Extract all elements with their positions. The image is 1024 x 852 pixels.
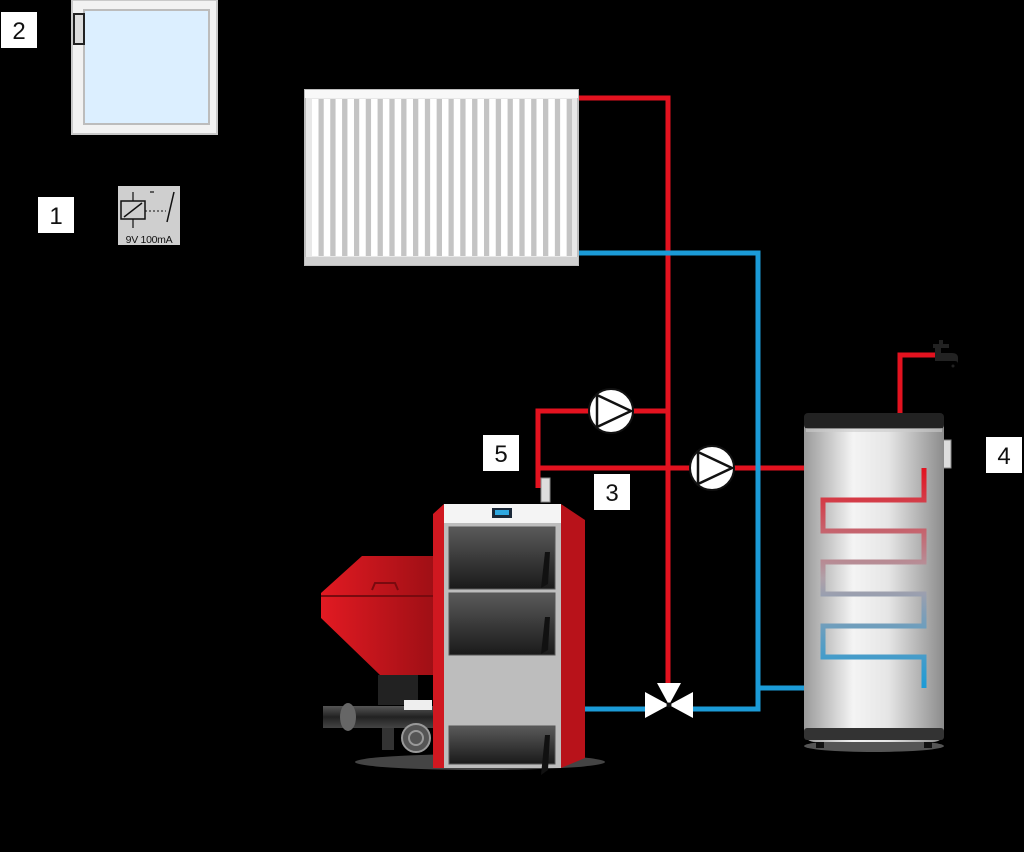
- relay-rating: 9V 100mA: [126, 234, 173, 246]
- radiator-fin: [382, 99, 390, 256]
- radiator-fin: [394, 99, 402, 256]
- radiator-fin-gap: [377, 99, 383, 256]
- boiler-middle-door: [448, 592, 556, 656]
- radiator-fin: [536, 99, 543, 256]
- radiator-fin: [323, 99, 331, 256]
- radiator-fin-gap: [543, 99, 549, 256]
- radiator-fin-gap: [519, 99, 525, 256]
- three-way-valve-icon: [645, 683, 693, 718]
- pellet-boiler-icon: [355, 504, 605, 775]
- label-boiler-sensor: 3: [594, 474, 630, 510]
- radiator-fin: [489, 99, 496, 256]
- heat-exchanger-coil: [820, 468, 927, 688]
- svg-text:1: 1: [49, 203, 62, 230]
- circulation-pump-icon: [588, 388, 634, 434]
- faucet-icon: [933, 340, 958, 368]
- radiator-fin: [453, 99, 461, 256]
- radiator-fin: [359, 99, 366, 256]
- tap-outlet-pipe: [897, 352, 935, 414]
- radiator-fin: [501, 99, 508, 256]
- radiator-fin-gap: [413, 99, 419, 256]
- radiator-fin-gap: [472, 99, 478, 256]
- radiator-fin: [335, 99, 343, 256]
- radiator-fin-gap: [554, 99, 561, 256]
- radiator-fin-gap: [566, 99, 572, 256]
- radiator-fin: [548, 99, 555, 256]
- window-icon: [71, 0, 218, 135]
- radiator-fin: [465, 99, 473, 256]
- radiator-fin: [560, 99, 567, 256]
- radiator-fin: [371, 99, 378, 256]
- svg-text:2: 2: [12, 18, 25, 45]
- radiator-fin: [512, 99, 520, 256]
- hot-water-tank-icon: [804, 413, 944, 752]
- circulation-pump-icon: [689, 445, 735, 491]
- radiator-fin-gap: [424, 99, 431, 256]
- radiator-icon: [304, 89, 579, 266]
- label-tank-sensor: 4: [986, 437, 1022, 473]
- radiator-fin-gap: [460, 99, 466, 256]
- radiator-fin: [442, 99, 449, 256]
- pellet-feeder-screw: [323, 700, 435, 753]
- pellet-hopper: [321, 556, 435, 705]
- relay-icon: 9V 100mA: [118, 186, 180, 246]
- boiler-temperature-sensor: [540, 477, 551, 503]
- radiator-fin-gap: [342, 99, 348, 256]
- radiator-fin: [312, 99, 319, 256]
- radiator-fin-gap: [330, 99, 336, 256]
- radiator-fin-gap: [354, 99, 360, 256]
- radiator-fin-gap: [401, 99, 407, 256]
- radiator-fin-gap: [318, 99, 324, 256]
- radiator-fin: [418, 99, 425, 256]
- boiler-ash-door: [448, 725, 556, 775]
- label-pump-sensor: 5: [483, 435, 519, 471]
- label-relay: 1: [38, 197, 74, 233]
- radiator-fin-gap: [436, 99, 442, 256]
- radiator-fin-gap: [484, 99, 490, 256]
- svg-text:5: 5: [494, 441, 507, 468]
- svg-text:4: 4: [997, 443, 1010, 470]
- boiler-upper-door: [448, 526, 556, 590]
- radiator-fin-gap: [448, 99, 454, 256]
- radiator-fin-gap: [507, 99, 513, 256]
- radiator-fin: [406, 99, 413, 256]
- svg-text:3: 3: [605, 480, 618, 507]
- radiator-fin-gap: [495, 99, 502, 256]
- radiator-fin: [430, 99, 437, 256]
- radiator-return-pipe: [578, 250, 761, 712]
- radiator-fin-gap: [365, 99, 372, 256]
- radiator-fin: [477, 99, 484, 256]
- radiator-supply-pipe: [576, 95, 671, 690]
- label-window: 2: [1, 12, 37, 48]
- radiator-fin-gap: [389, 99, 395, 256]
- radiator-fin: [524, 99, 532, 256]
- radiator-fin-gap: [531, 99, 537, 256]
- radiator-fin: [347, 99, 354, 256]
